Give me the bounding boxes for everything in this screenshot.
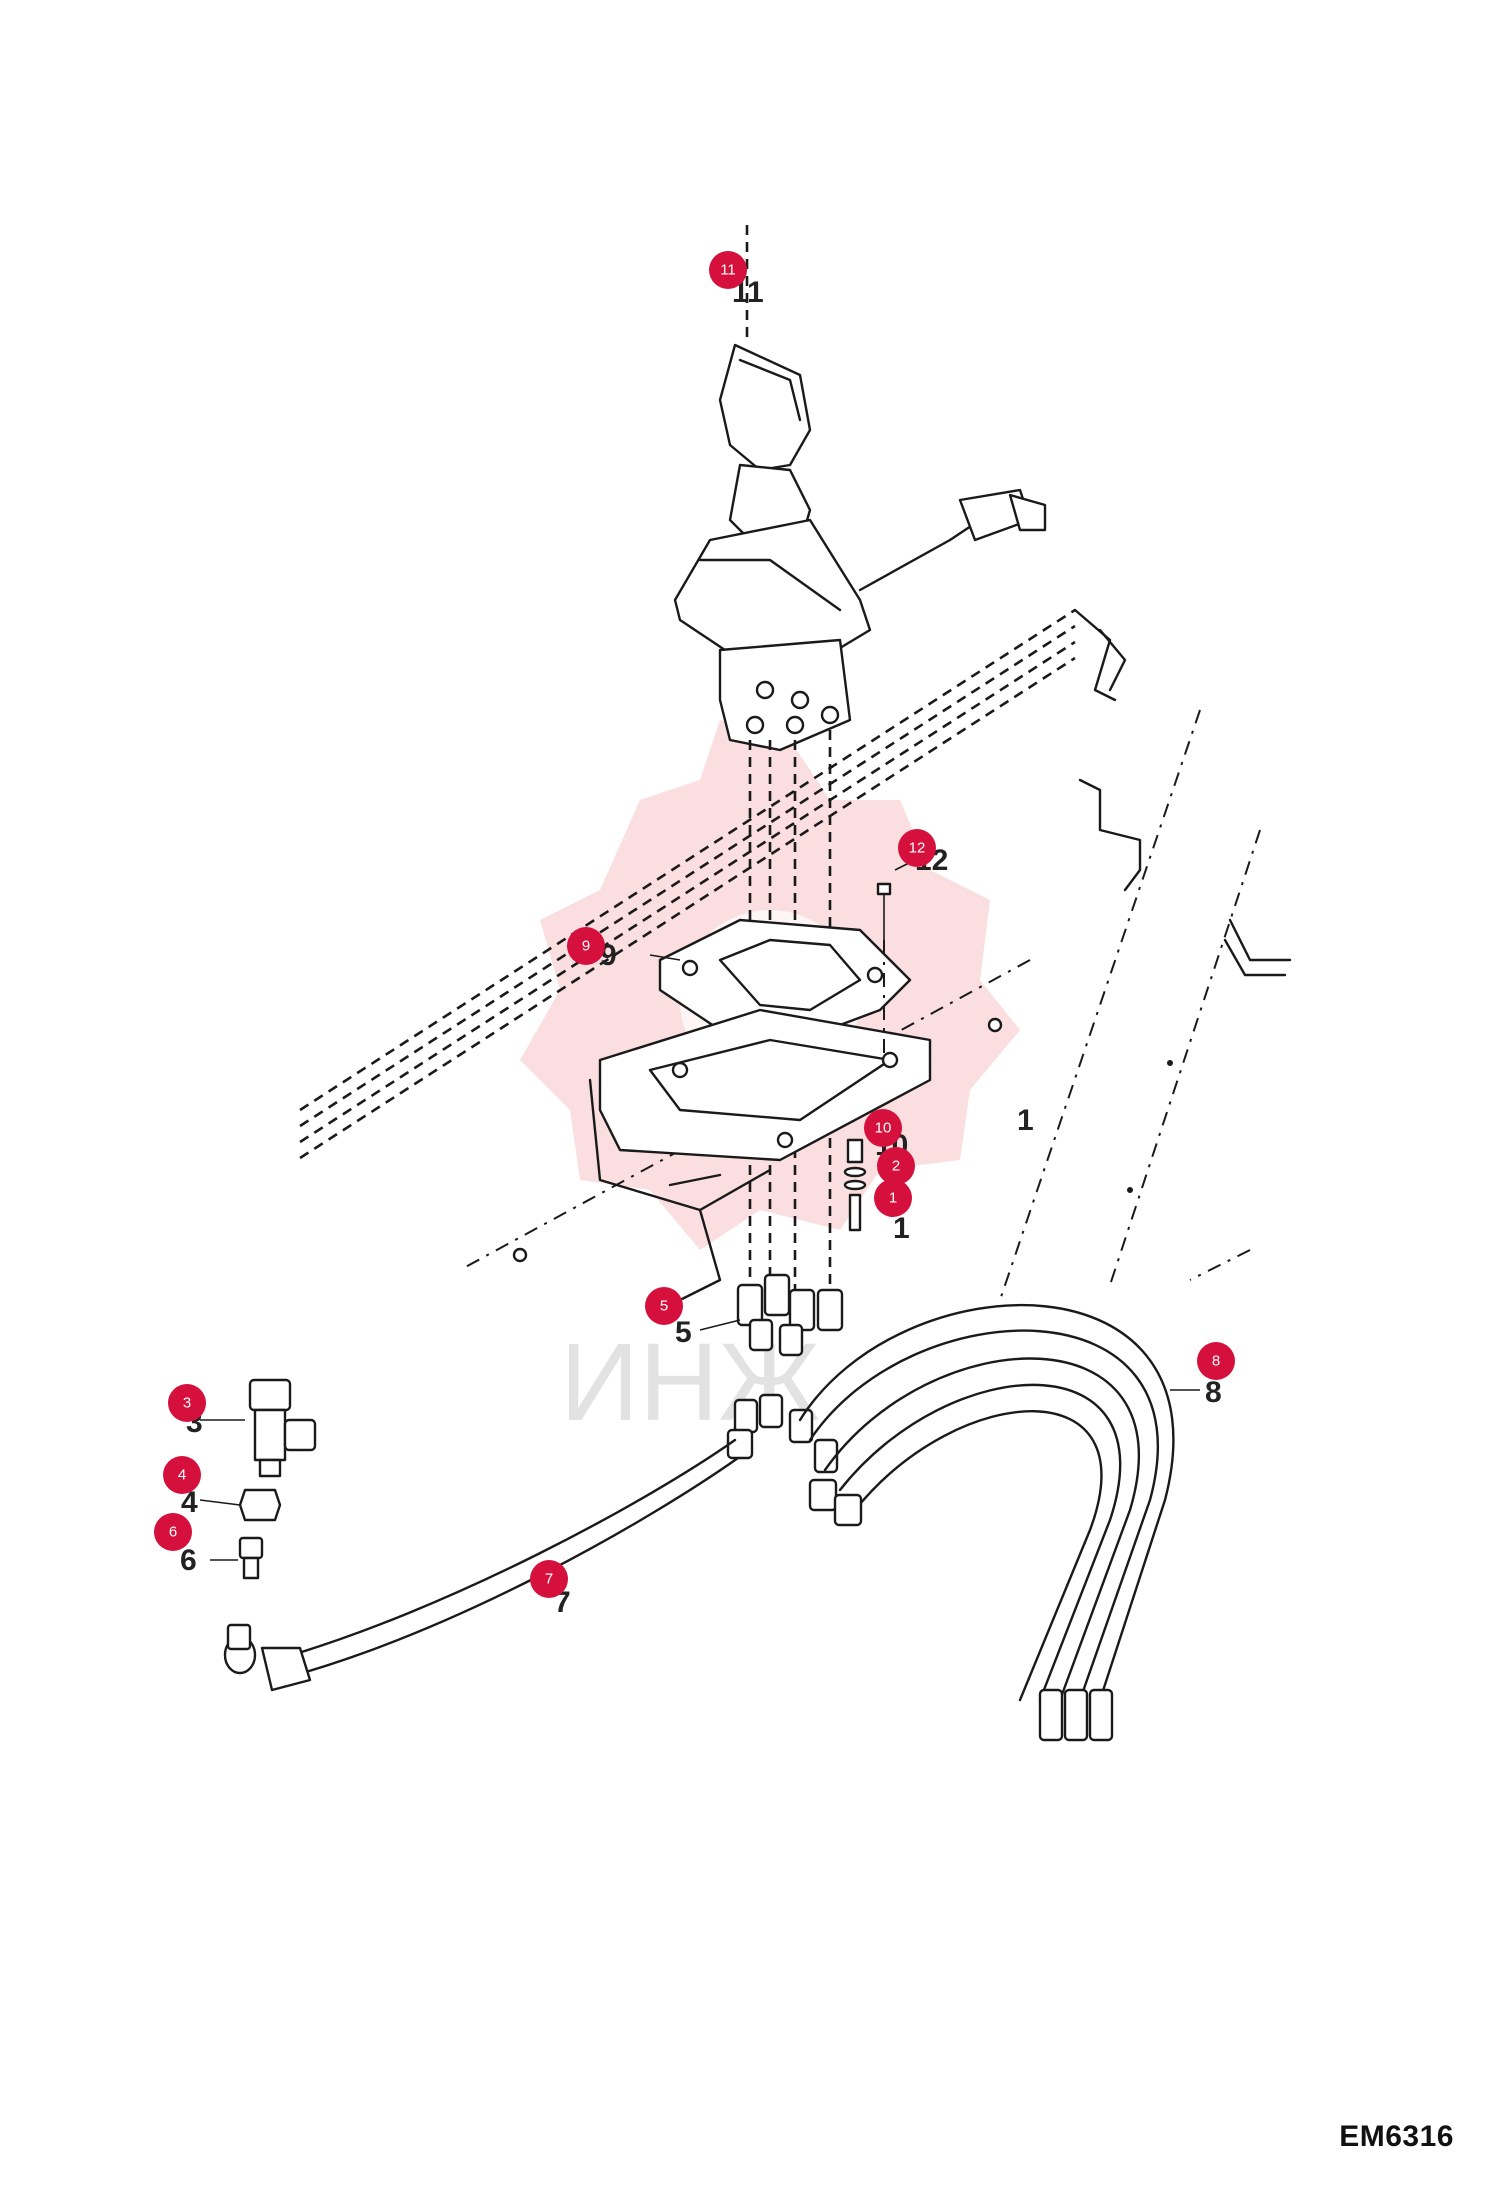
nut-4 [238, 1488, 282, 1522]
hose-fittings [726, 1393, 839, 1474]
svg-text:12: 12 [909, 840, 926, 857]
badge-11[interactable]: 11 [709, 251, 747, 289]
drawing-code: EM6316 [1339, 2120, 1454, 2153]
mounting-plate [658, 918, 912, 1042]
part-label-5: 5 [675, 1316, 692, 1349]
part-label-4: 4 [181, 1486, 198, 1519]
fitting-6 [238, 1536, 264, 1580]
badge-6[interactable]: 6 [154, 1513, 192, 1551]
badge-5[interactable]: 5 [645, 1287, 683, 1325]
svg-text:3: 3 [183, 1395, 191, 1412]
svg-text:1: 1 [889, 1190, 897, 1207]
badge-1[interactable]: 1 [874, 1179, 912, 1217]
fittings-5 [736, 1273, 844, 1357]
svg-text:4: 4 [178, 1467, 186, 1484]
badge-8[interactable]: 8 [1197, 1342, 1235, 1380]
badge-12[interactable]: 12 [898, 829, 936, 867]
badge-7[interactable]: 7 [530, 1560, 568, 1598]
mounting-bracket [588, 1008, 932, 1302]
cab-rails [299, 608, 1127, 1160]
badge-9[interactable]: 9 [567, 927, 605, 965]
part-label-6: 6 [180, 1544, 197, 1577]
callout-badges[interactable]: 11 12 9 10 2 1 5 8 3 4 6 7 [154, 251, 1235, 1598]
svg-text:5: 5 [660, 1298, 668, 1315]
svg-text:6: 6 [169, 1524, 177, 1541]
frame-lines [459, 709, 1292, 1301]
part-label-8: 8 [1205, 1376, 1222, 1409]
tee-fitting-3 [248, 1378, 317, 1478]
badge-4[interactable]: 4 [163, 1456, 201, 1494]
hardware-stack [843, 1138, 867, 1232]
badge-10[interactable]: 10 [864, 1109, 902, 1147]
svg-text:2: 2 [892, 1158, 900, 1175]
svg-text:9: 9 [582, 938, 590, 955]
part-label-1: 1 [893, 1212, 910, 1245]
hose-bundle-8 [798, 1303, 1175, 1742]
svg-text:10: 10 [875, 1120, 892, 1137]
joystick-handle [673, 343, 1047, 752]
screw-12 [876, 882, 892, 1060]
hose-7 [223, 1438, 740, 1692]
svg-text:7: 7 [545, 1571, 553, 1588]
svg-text:8: 8 [1212, 1353, 1220, 1370]
part-label-1-frame: 1 [1017, 1104, 1034, 1137]
svg-text:11: 11 [720, 262, 736, 279]
badge-3[interactable]: 3 [168, 1384, 206, 1422]
badge-2[interactable]: 2 [877, 1147, 915, 1185]
